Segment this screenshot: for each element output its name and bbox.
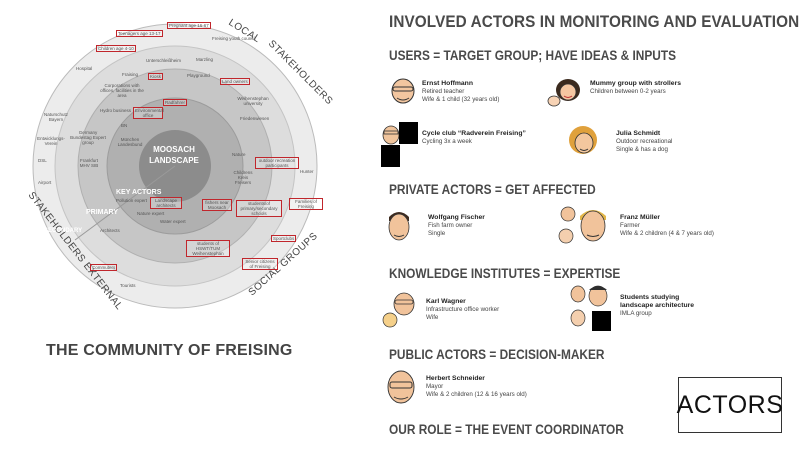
node-entwicklung: Entwicklungs-Verein <box>37 136 65 146</box>
avatar-mummy-group-icon <box>547 79 580 107</box>
section-knowledge-heading: KNOWLEDGE INSTITUTES = EXPERTISE <box>389 266 621 281</box>
node-natur-bayern: Naturschutz Bayern <box>44 112 69 122</box>
node-sportclubs: Sportclubs <box>271 235 297 242</box>
avatar-fischer-icon <box>388 212 410 241</box>
cycle-photo-placeholder <box>399 122 418 144</box>
node-children: Children age 4-10 <box>96 45 136 52</box>
actor-fischer: Wolfgang Fischer Fish farm owner Single <box>428 214 485 237</box>
node-commuters: Commuters <box>90 264 118 271</box>
node-hydro: Hydro business <box>100 108 132 113</box>
node-tourists: Tourists <box>120 283 136 288</box>
avatar-hoffmann-icon <box>391 78 415 104</box>
node-senior-citizens: Senior citizens of Freising <box>242 258 278 270</box>
node-airport: Airport <box>38 180 52 185</box>
node-fishers: fishers near Moosach <box>202 199 232 211</box>
node-environment-office: Environmental office <box>133 107 164 119</box>
node-unterschleissheim: Unterschleißheim <box>146 58 182 63</box>
actor-mummy-group: Mummy group with strollers Children betw… <box>590 80 682 95</box>
main-title: INVOLVED ACTORS IN MONITORING AND EVALUA… <box>389 12 800 31</box>
actor-cycle-club: Cycle club “Radverein Freising” Cycling … <box>422 130 526 145</box>
node-germany-bund: Germany Bundestag Expert group <box>70 130 106 145</box>
node-childrens: Childrens Kreis Freisers <box>233 170 253 185</box>
secondary-label: SECONDARY <box>44 228 83 234</box>
node-frankfurt: Frankfurt MHV SIB <box>79 158 99 168</box>
node-students-schools: students/of primary/secondary schools <box>236 200 282 217</box>
node-corporations: Corporations with offices, facilities in… <box>100 83 144 98</box>
avatar-mueller-family-icon <box>558 206 606 244</box>
node-teenagers: Teenagers age 13-17 <box>116 30 163 37</box>
node-fraising: Fraising <box>122 72 139 77</box>
avatar-cyclist-icon <box>382 125 400 145</box>
center-label-line1: MOOSACH <box>153 145 195 154</box>
actors-badge: ACTORS <box>677 377 783 433</box>
center-label: MOOSACH LANDSCAPE <box>134 144 214 166</box>
section-private-heading: PRIVATE ACTORS = GET AFFECTED <box>389 182 596 197</box>
avatar-wagner-icon <box>382 292 415 328</box>
section-users-heading: USERS = TARGET GROUP; HAVE IDEAS & INPUT… <box>389 48 677 63</box>
node-hunter: Hunter <box>300 169 314 174</box>
actor-hoffmann: Ernst Hoffmann Retired teacher Wife & 1 … <box>422 80 500 103</box>
node-freising-youth: Freising youth council <box>212 36 256 41</box>
center-label-line2: LANDSCAPE <box>149 156 199 165</box>
key-actors-label: KEY ACTORS <box>116 189 162 196</box>
avatar-julia-icon <box>569 126 597 154</box>
students-photo-placeholder <box>592 311 611 331</box>
actor-julia: Julia Schmidt Outdoor recreational Singl… <box>616 130 673 153</box>
node-marzling: Marzling <box>196 57 214 62</box>
node-hospital: Hospital <box>76 66 93 71</box>
node-land-owners: Land owners <box>220 78 250 85</box>
node-architects: Architects <box>100 228 120 233</box>
node-radfahrer: Radfahrer <box>163 99 188 106</box>
node-dsl: DSL <box>38 158 47 163</box>
node-nature-expert: Nature expert <box>137 211 165 216</box>
cycle-photo-placeholder-2 <box>381 145 400 167</box>
actor-wagner: Karl Wagner Infrastructure office worker… <box>426 298 500 321</box>
primary-label: PRIMARY <box>86 209 119 216</box>
node-playground: Playground <box>187 73 210 78</box>
node-weihenstephan-university: Weihenstephan university <box>237 96 269 106</box>
stakeholder-rings: LOCAL STAKEHOLDERS SOCIAL GROUPS STAKEHO… <box>26 17 335 312</box>
section-public-heading: PUBLIC ACTORS = DECISION-MAKER <box>389 347 605 362</box>
node-nature: Nature <box>232 152 246 157</box>
avatar-students-group-icon <box>570 285 608 327</box>
stakeholder-diagram: LOCAL STAKEHOLDERS SOCIAL GROUPS STAKEHO… <box>0 0 380 320</box>
node-families: Families of Freising <box>289 198 323 210</box>
section-role-heading: OUR ROLE = THE EVENT COORDINATOR <box>389 422 624 437</box>
node-kiosk: Kiosk <box>148 73 164 80</box>
node-water-expert: Water expert <box>160 219 186 224</box>
actor-students: Students studying landscape architecture… <box>620 294 695 317</box>
node-pollution: Pollution expert <box>116 198 148 203</box>
node-friedenwiesen: Friedenwiesen <box>240 116 270 121</box>
node-landscape-architects: Landscape architects <box>150 197 182 209</box>
node-pregnant: Pregnant age 16-67 <box>167 22 211 29</box>
avatar-schneider-icon <box>387 370 415 404</box>
community-title: THE COMMUNITY OF FREISING <box>46 342 293 359</box>
actor-mueller: Franz Müller Farmer Wife & 2 children (4… <box>620 214 714 237</box>
node-students-tum: students of HSWT/TUM Weihenstephan <box>186 240 230 257</box>
node-muenchen: München Landesbund <box>117 137 143 147</box>
node-bn: BN <box>121 123 128 128</box>
node-outdoor-recreation: outdoor recreation participants <box>255 157 299 169</box>
actor-schneider: Herbert Schneider Mayor Wife & 2 childre… <box>426 375 527 398</box>
